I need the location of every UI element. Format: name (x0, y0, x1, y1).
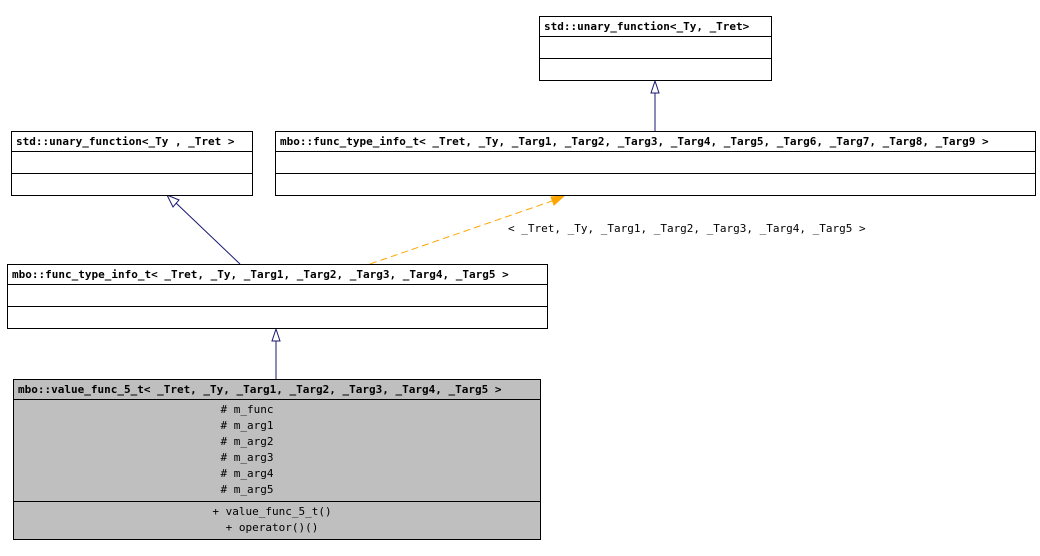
arrowhead-value-to-func5 (271, 327, 281, 342)
class-name: std::unary_function<_Ty , _Tret > (12, 132, 252, 152)
methods-section (12, 174, 252, 195)
class-name: mbo::func_type_info_t< _Tret, _Ty, _Targ… (8, 265, 547, 285)
attribute-item: # m_arg5 (220, 483, 274, 496)
class-box-unary-function-top[interactable]: std::unary_function<_Ty, _Tret> (539, 16, 772, 81)
template-args-label: < _Tret, _Ty, _Targ1, _Targ2, _Targ3, _T… (508, 222, 866, 235)
methods-section: + value_func_5_t() + operator()() (14, 502, 540, 539)
attributes-section: # m_func # m_arg1 # m_arg2 # m_arg3 # m_… (14, 400, 540, 502)
attribute-item: # m_arg4 (220, 467, 274, 480)
attributes-section (540, 37, 771, 59)
class-box-unary-function-left[interactable]: std::unary_function<_Ty , _Tret > (11, 131, 253, 196)
class-name: mbo::value_func_5_t< _Tret, _Ty, _Targ1,… (14, 380, 540, 400)
class-box-func-type-info-9[interactable]: mbo::func_type_info_t< _Tret, _Ty, _Targ… (275, 131, 1036, 196)
attribute-item: # m_arg2 (220, 435, 274, 448)
method-item: + value_func_5_t() (212, 505, 332, 518)
methods-section (8, 307, 547, 328)
edge-template-instance (369, 200, 553, 265)
methods-section (540, 59, 771, 80)
attribute-item: # m_arg3 (220, 451, 274, 464)
class-name: std::unary_function<_Ty, _Tret> (540, 17, 771, 37)
arrowhead-func5-to-unary-left (165, 194, 180, 208)
arrowhead-template-instance (550, 195, 566, 206)
arrowhead-func9-to-unary (650, 79, 660, 94)
attributes-section (276, 152, 1035, 174)
attribute-item: # m_func (220, 403, 274, 416)
attribute-item: # m_arg1 (220, 419, 274, 432)
class-box-func-type-info-5[interactable]: mbo::func_type_info_t< _Tret, _Ty, _Targ… (7, 264, 548, 329)
attributes-section (12, 152, 252, 174)
class-box-value-func-5[interactable]: mbo::value_func_5_t< _Tret, _Ty, _Targ1,… (13, 379, 541, 540)
methods-section (276, 174, 1035, 195)
edge-inherit-func5-to-unary-left (175, 202, 241, 265)
attributes-section (8, 285, 547, 307)
method-item: + operator()() (225, 521, 319, 534)
class-name: mbo::func_type_info_t< _Tret, _Ty, _Targ… (276, 132, 1035, 152)
